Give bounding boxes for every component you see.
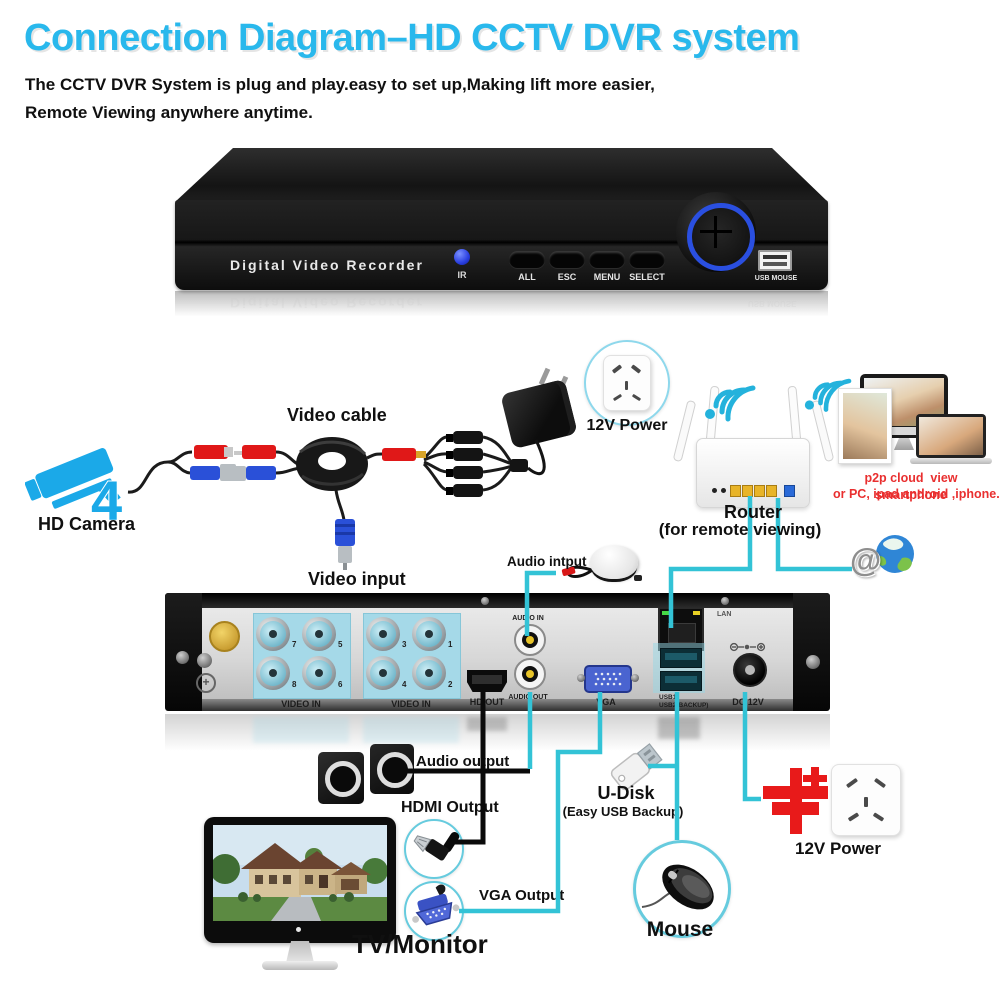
wall-socket-top-icon xyxy=(584,340,670,426)
button-all xyxy=(509,251,545,268)
ir-label: IR xyxy=(457,270,467,280)
vga-output-label: VGA Output xyxy=(479,887,565,904)
tv-stand xyxy=(286,941,314,963)
audio-out-port xyxy=(514,658,546,690)
back-panel-reflection xyxy=(165,714,830,756)
button-select xyxy=(629,251,665,268)
tv-base xyxy=(262,961,338,970)
front-usb-slot2 xyxy=(763,262,787,266)
tablet-icon xyxy=(838,388,892,464)
usb2-port xyxy=(660,671,702,691)
video-in-right-label: VIDEO IN xyxy=(391,699,431,709)
button-select-label: SELECT xyxy=(629,272,665,282)
button-menu-label: MENU xyxy=(593,272,621,282)
dc-12v-label: DC 12V xyxy=(732,697,764,707)
dvr-reflection: Digital Video Recorder USB MOUSE xyxy=(175,291,828,321)
subtitle-line2: Remote Viewing anywhere anytime. xyxy=(25,103,313,122)
power-symbol-icon xyxy=(763,766,833,836)
channel-count: 4 xyxy=(91,469,122,530)
vga-port-label: VGA xyxy=(596,697,616,707)
udisk-icon xyxy=(610,743,663,791)
hd-camera-icon: 4 xyxy=(25,448,123,530)
dvr-brand-text: Digital Video Recorder xyxy=(230,257,424,273)
lan-port-4 xyxy=(766,485,777,497)
usb1-port xyxy=(660,648,702,668)
front-usb-port xyxy=(758,250,792,271)
front-usb-slot xyxy=(763,255,787,259)
polarity-icon xyxy=(729,642,766,652)
vga-port xyxy=(577,665,639,693)
hd-camera-label: HD Camera xyxy=(38,514,136,534)
ground-symbol-icon: + xyxy=(196,673,216,693)
power-adapter-icon xyxy=(498,364,593,459)
router-icon xyxy=(672,378,852,508)
mouse-icon xyxy=(633,840,731,938)
mouse-label: Mouse xyxy=(646,918,714,941)
right-bracket xyxy=(793,593,830,711)
internet-globe-icon: @ xyxy=(850,528,930,590)
usb1-label: USB1 xyxy=(659,694,677,701)
nav-cross-icon-v xyxy=(714,216,717,248)
wan-port xyxy=(784,485,795,497)
hdmi-plug-icon xyxy=(404,819,464,879)
usb2-label: USB2(BACKUP) xyxy=(659,702,709,709)
button-menu xyxy=(589,251,625,268)
tv-monitor-icon xyxy=(204,817,396,943)
bnc-port-2 xyxy=(412,656,446,690)
button-esc xyxy=(549,251,585,268)
hdmi-port xyxy=(467,670,507,692)
dvr-back-panel: + 7 5 8 6 VIDEO IN 3 1 4 2 VIDEO IN HD O… xyxy=(165,593,830,711)
video-input-label: Video input xyxy=(308,569,406,589)
audio-in-port-label: AUDIO IN xyxy=(512,615,544,622)
bnc-port-6 xyxy=(302,656,336,690)
button-esc-label: ESC xyxy=(557,272,577,282)
audio-out-port-label: AUDIO OUT xyxy=(508,694,548,701)
video-in-group-left: 7 5 8 6 xyxy=(253,613,351,699)
power-top-label: 12V Power xyxy=(586,417,668,434)
nav-dial-ring xyxy=(687,203,755,271)
wifi-icon-right xyxy=(804,378,852,412)
lan-port-1 xyxy=(730,485,741,497)
lan-port-3 xyxy=(754,485,765,497)
dc-power-jack xyxy=(733,653,767,687)
power-bottom-label: 12V Power xyxy=(795,839,881,858)
udisk-sublabel: (Easy USB Backup) xyxy=(562,804,684,819)
qc-sticker xyxy=(209,621,240,652)
bnc-port-7 xyxy=(256,617,290,651)
ir-receiver-icon xyxy=(454,249,470,265)
bnc-port-3 xyxy=(366,617,400,651)
lan-port-2 xyxy=(742,485,753,497)
subtitle-line1: The CCTV DVR System is plug and play.eas… xyxy=(25,75,655,94)
microphone-icon xyxy=(560,543,650,589)
hdmi-output-label: HDMI Output xyxy=(401,799,499,816)
button-all-label: ALL xyxy=(518,272,536,282)
p2p-text-line2: or PC, ipad android ,iphone. xyxy=(833,487,1000,501)
audio-in-port xyxy=(514,624,546,656)
video-in-left-label: VIDEO IN xyxy=(281,699,321,709)
video-cable-label: Video cable xyxy=(287,405,387,425)
bnc-port-5 xyxy=(302,617,336,651)
laptop-icon xyxy=(916,414,986,458)
tv-screen xyxy=(213,825,387,921)
remote-devices-icon xyxy=(838,368,992,476)
video-cable-icon xyxy=(127,431,528,570)
wall-socket-bottom-icon xyxy=(831,764,901,836)
at-symbol-icon: @ xyxy=(850,542,882,578)
udisk-label: U-Disk xyxy=(597,783,655,803)
speakers-icon xyxy=(318,740,418,806)
tv-monitor-label: TV/Monitor xyxy=(352,929,488,959)
p2p-text-line1: p2p cloud view smartphone xyxy=(864,471,962,502)
router-sublabel: (for remote viewing) xyxy=(658,520,822,539)
video-in-group-right: 3 1 4 2 xyxy=(363,613,461,699)
wifi-icon-left xyxy=(705,385,756,422)
lan-label: LAN xyxy=(717,611,732,618)
usb-mouse-label: USB MOUSE xyxy=(754,275,798,282)
page-title: Connection Diagram–HD CCTV DVR system xyxy=(24,17,800,59)
bnc-port-8 xyxy=(256,656,290,690)
bnc-port-1 xyxy=(412,617,446,651)
audio-input-label: Audio intput xyxy=(507,554,587,569)
audio-output-label: Audio output xyxy=(416,753,510,770)
bnc-port-4 xyxy=(366,656,400,690)
